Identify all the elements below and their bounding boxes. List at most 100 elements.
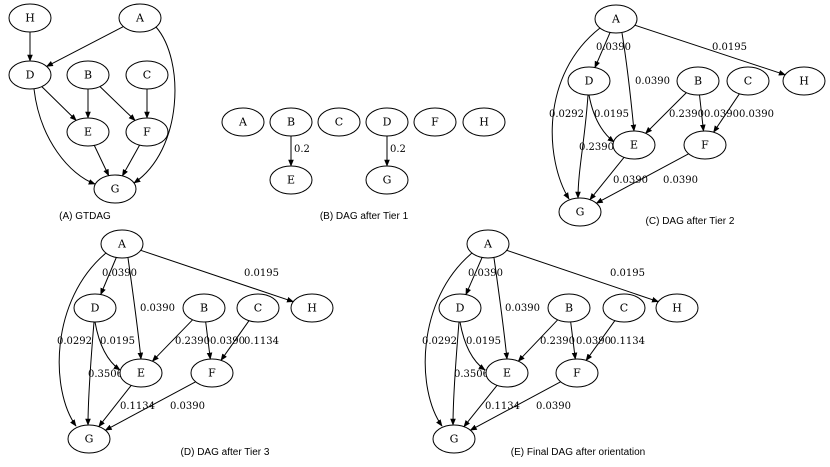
edge-a-g <box>58 252 107 427</box>
edge-f-g <box>121 144 141 177</box>
node-c-shape <box>236 293 280 323</box>
node-g-shape <box>67 424 111 454</box>
node-a-label: A <box>483 238 493 251</box>
edge-label-a-e: 0.0390 <box>635 76 670 87</box>
panel-c-caption: (C) DAG after Tier 2 <box>646 216 735 227</box>
edge-label-a-h: 0.0195 <box>244 268 279 279</box>
edge-label-a-e: 0.0390 <box>140 303 175 314</box>
node-h: H <box>462 107 506 137</box>
edge-label-f-g: 0.0390 <box>663 175 698 186</box>
edge-label-b-f: 0.0390 <box>704 109 739 120</box>
node-d-shape <box>8 60 52 90</box>
node-d-label: D <box>383 116 392 129</box>
node-c: C <box>125 60 169 90</box>
node-e: E <box>66 117 110 147</box>
edge-b-f <box>570 321 578 360</box>
node-f: F <box>125 117 169 147</box>
node-d: D <box>365 107 409 137</box>
node-a: A <box>594 4 638 34</box>
node-a-label: A <box>135 12 145 25</box>
node-c-shape <box>317 107 361 137</box>
node-f-label: F <box>143 126 151 139</box>
node-h-shape <box>462 107 506 137</box>
edge-f-g <box>595 153 689 204</box>
edge-d-g <box>450 321 460 426</box>
edge-label-b-f: 0.0390 <box>576 336 611 347</box>
node-e-label: E <box>137 367 145 380</box>
node-c-label: C <box>143 69 151 82</box>
node-g-shape <box>558 197 602 227</box>
edge-a-e <box>127 257 144 360</box>
edge-label-d-g: 0.2 <box>390 144 406 155</box>
node-f-shape <box>413 107 457 137</box>
node-f-label: F <box>208 367 216 380</box>
node-d-label: D <box>26 69 35 82</box>
node-h-label: H <box>672 302 682 315</box>
edge-b-f <box>205 321 213 360</box>
node-f-shape <box>190 358 234 388</box>
edge-label-d-g: 0.3506 <box>454 369 489 380</box>
node-g-shape <box>365 165 409 195</box>
node-g: G <box>93 174 137 204</box>
edge-d-g <box>85 321 95 426</box>
node-a-shape <box>466 229 510 259</box>
edge-label-d-g: 0.2390 <box>579 142 614 153</box>
edge-b-e <box>151 319 193 362</box>
node-g-label: G <box>450 433 459 446</box>
node-b-shape <box>269 107 313 137</box>
node-c-shape <box>726 66 770 96</box>
node-c-label: C <box>744 75 752 88</box>
node-a-shape <box>221 107 265 137</box>
edge-a-h <box>140 249 294 303</box>
node-a: A <box>118 3 162 33</box>
edge-label-d-e: 0.0195 <box>594 109 629 120</box>
node-h: H <box>290 293 334 323</box>
edge-label-e-g: 0.1134 <box>120 401 155 412</box>
node-f: F <box>190 358 234 388</box>
edge-c-f <box>585 320 616 361</box>
node-g-shape <box>432 424 476 454</box>
node-e-shape <box>119 358 163 388</box>
node-d-label: D <box>456 302 465 315</box>
edge-b-e <box>645 92 687 134</box>
node-a-shape <box>118 3 162 33</box>
edge-label-a-h: 0.0195 <box>610 268 645 279</box>
node-b: B <box>182 293 226 323</box>
node-b-label: B <box>287 116 295 129</box>
node-c-shape <box>125 60 169 90</box>
node-h-label: H <box>307 302 317 315</box>
node-e-shape <box>485 358 529 388</box>
node-g-label: G <box>111 183 120 196</box>
node-a-label: A <box>117 238 127 251</box>
node-e-shape <box>269 165 313 195</box>
node-g-label: G <box>576 206 585 219</box>
node-f-label: F <box>701 139 709 152</box>
panel-d-caption: (D) DAG after Tier 3 <box>181 447 270 458</box>
node-b: B <box>676 66 720 96</box>
edge-label-a-h: 0.0195 <box>712 42 747 53</box>
node-g: G <box>432 424 476 454</box>
node-g: G <box>365 165 409 195</box>
node-a-label: A <box>611 13 621 26</box>
node-h: H <box>8 3 52 33</box>
node-a: A <box>466 229 510 259</box>
edge-d-e <box>41 86 77 121</box>
edge-f-g <box>469 381 561 431</box>
node-d: D <box>8 60 52 90</box>
edge-d-e <box>459 321 486 371</box>
edge-label-b-e: 0.2390 <box>669 109 704 120</box>
edge-label-e-g: 0.0390 <box>613 175 648 186</box>
edge-a-d <box>45 26 124 67</box>
node-c: C <box>317 107 361 137</box>
node-e: E <box>119 358 163 388</box>
node-e-shape <box>66 117 110 147</box>
panel-e-caption: (E) Final DAG after orientation <box>511 447 646 458</box>
node-f-label: F <box>573 367 581 380</box>
